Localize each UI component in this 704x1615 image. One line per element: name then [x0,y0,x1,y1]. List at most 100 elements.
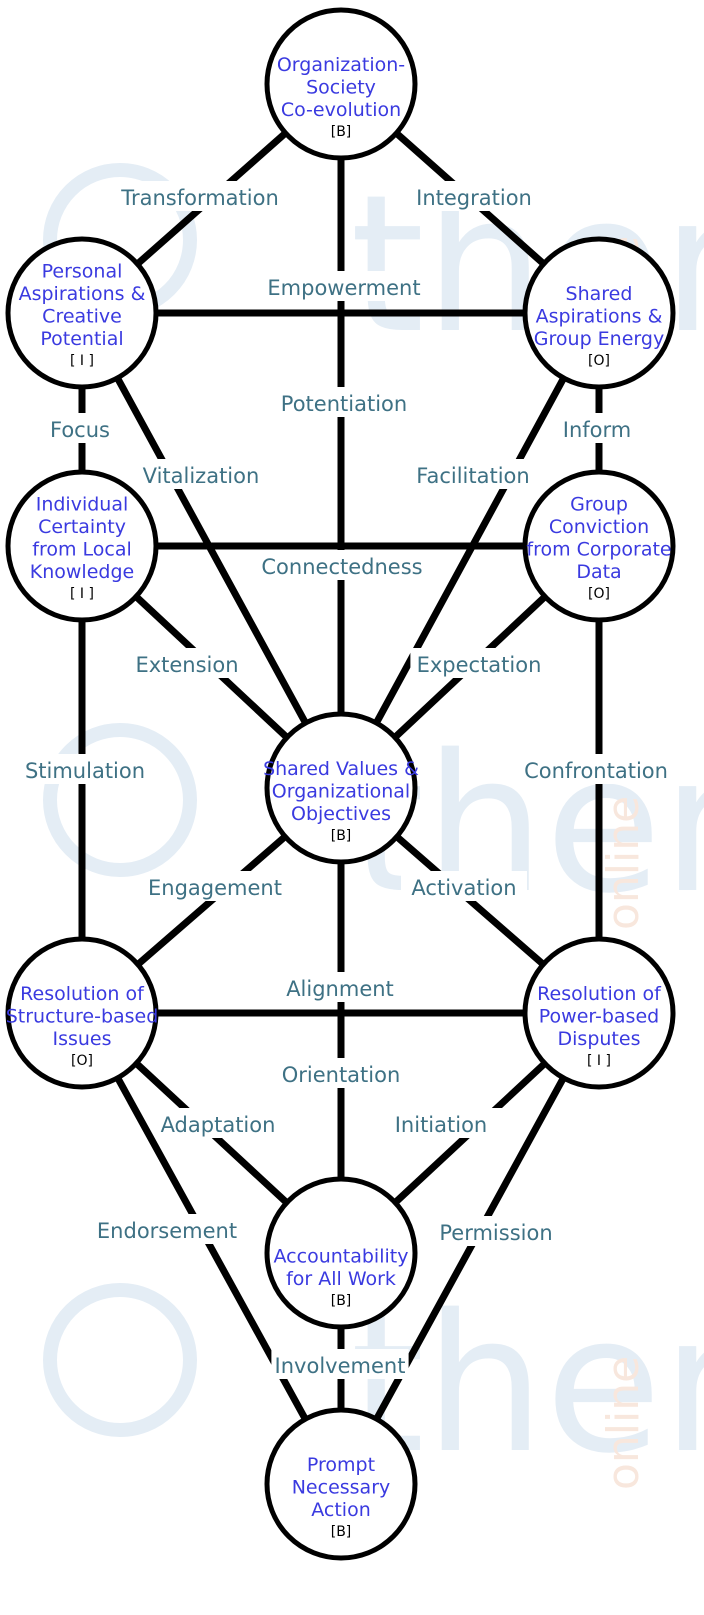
edge-label-text: Potentiation [281,392,407,416]
edge-label-background [398,459,548,489]
edge-label-text: Expectation [417,653,542,677]
node-label-line: Aspirations & [19,283,146,305]
edge-label-involvement: Involvement [271,1349,409,1379]
edge-label-text: Vitalization [143,464,260,488]
node-circle [264,1176,418,1330]
edge-label-activation: Activation [401,871,527,901]
edge-label-stimulation: Stimulation [16,754,154,784]
edge-label-integration: Integration [405,181,543,211]
node-circle [5,469,159,623]
node-label-line: Power-based [539,1006,659,1028]
edge-label-background [45,413,115,443]
edge-line-vitalization [78,311,345,790]
node-tag: [O] [588,353,610,369]
node-circle [264,7,418,161]
edge-label-text: Activation [411,876,516,900]
node-label-line: Accountability [274,1246,409,1268]
edge-label-expectation: Expectation [410,648,548,678]
edge-label-permission: Permission [433,1216,559,1246]
node-label-line: Shared [566,283,633,305]
watermark-sub: online [598,1356,649,1490]
node-label-line: Co-evolution [281,99,401,121]
edge-label-text: Involvement [275,1354,406,1378]
node-tag: [O] [588,586,610,602]
edge-label-text: Alignment [286,977,394,1001]
nodes: Organization-SocietyCo-evolution[B]Perso… [5,7,676,1561]
node-circle [264,1407,418,1561]
edge-label-text: Confrontation [524,759,668,783]
edge-label-vitalization: Vitalization [126,459,276,489]
node-circle [522,936,676,1090]
node-label-line: from Local [32,539,132,561]
edge-label-initiation: Initiation [378,1108,504,1138]
edge-label-text: Integration [416,186,532,210]
node-label-line: Individual [36,494,129,516]
edge-label-background [275,271,413,301]
edge-label-inform: Inform [556,413,638,443]
edge-label-alignment: Alignment [282,972,398,1002]
edge-label-text: Initiation [395,1113,488,1137]
edge-label-background [98,1214,236,1244]
edge-label-background [16,754,154,784]
node-label-line: for All Work [286,1268,396,1290]
edge-label-background [272,1058,410,1088]
watermark-head-icon [43,1283,197,1437]
node-label-line: Action [311,1499,371,1521]
node-label-line: Prompt [307,1454,375,1476]
node-label-line: Aspirations & [536,306,663,328]
edge-label-background [378,1108,504,1138]
edge-label-text: Orientation [282,1063,401,1087]
node-label-line: Shared Values & [263,758,419,780]
edge-label-engagement: Engagement [148,871,282,901]
node-label-line: Resolution of [537,983,662,1005]
edge-label-text: Stimulation [25,759,145,783]
node-tag: [ I ] [587,1053,611,1069]
edge-label-background [516,754,676,784]
edge-label-adaptation: Adaptation [155,1108,281,1138]
edge-label-background [114,181,286,211]
edge-label-background [152,871,278,901]
edge-line-facilitation [337,311,603,790]
node-label-line: Resolution of [20,983,145,1005]
edge-label-background [433,1216,559,1246]
edge-label-extension: Extension [129,648,245,678]
node-label-line: Disputes [558,1028,641,1050]
edge-label-background [556,413,638,443]
edge-label-endorsement: Endorsement [97,1214,237,1244]
edge-label-focus: Focus [45,413,115,443]
edge-label-confrontation: Confrontation [516,754,676,784]
node-label-line: Organization- [277,54,405,76]
node-circle [5,936,159,1090]
edge-label-text: Extension [135,653,238,677]
edge-label-background [129,648,245,678]
edge-label-background [126,459,276,489]
node-label-line: Data [576,561,621,583]
node-label-line: Conviction [549,516,649,538]
node-tag: [O] [71,1053,93,1069]
node-tag: [B] [331,1293,352,1309]
edge-label-text: Focus [50,418,110,442]
edge-label-text: Transformation [120,186,279,210]
node-tag: [B] [331,828,352,844]
node-label-line: Necessary [292,1477,391,1499]
node-tag: [B] [331,124,352,140]
edge-label-background [282,972,398,1002]
edge-label-transformation: Transformation [114,181,286,211]
edge-label-potentiation: Potentiation [269,387,419,417]
edge-label-text: Inform [563,418,631,442]
edge-label-facilitation: Facilitation [398,459,548,489]
node-label-line: Personal [42,261,123,283]
edge-label-background [401,871,527,901]
edge-label-text: Permission [439,1221,552,1245]
